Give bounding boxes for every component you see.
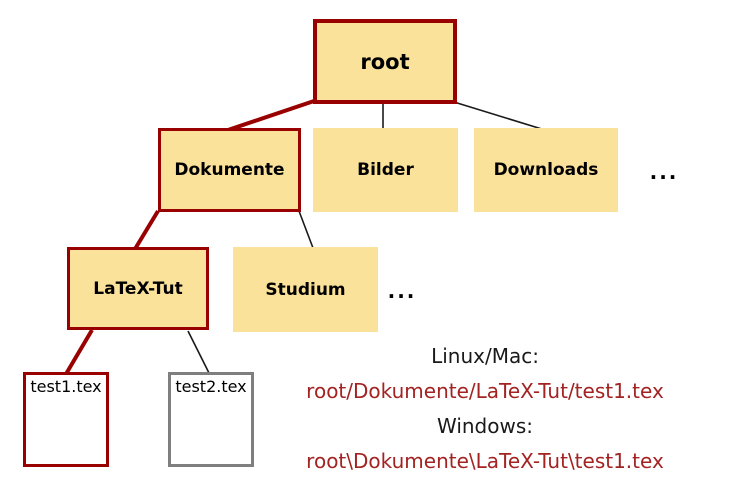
node-test1-file: test1.tex xyxy=(23,372,109,467)
edge-root-downloads xyxy=(453,101,546,131)
windows-path: root\Dokumente\LaTeX-Tut\test1.tex xyxy=(306,449,664,473)
edge-dokumente-studium xyxy=(298,210,314,249)
node-test2-file: test2.tex xyxy=(168,372,254,467)
edge-latextut-test2 xyxy=(187,330,210,374)
node-root: root xyxy=(313,19,457,104)
path-annotation: Linux/Mac: root/Dokumente/LaTeX-Tut/test… xyxy=(278,339,692,479)
edge-latextut-test1 xyxy=(64,328,94,376)
level3-ellipsis: ... xyxy=(382,277,422,305)
level2-ellipsis-label: ... xyxy=(649,160,679,184)
node-latex-tut: LaTeX-Tut xyxy=(67,247,209,330)
node-dokumente-label: Dokumente xyxy=(174,160,285,180)
node-studium-label: Studium xyxy=(265,279,346,300)
node-dokumente: Dokumente xyxy=(158,128,301,212)
node-bilder-label: Bilder xyxy=(357,160,414,180)
node-test1-label: test1.tex xyxy=(30,377,102,396)
windows-heading: Windows: xyxy=(436,414,533,438)
node-latex-tut-label: LaTeX-Tut xyxy=(93,278,183,299)
linux-mac-heading: Linux/Mac: xyxy=(431,344,539,368)
node-downloads: Downloads xyxy=(474,128,618,212)
node-test2-label: test2.tex xyxy=(175,377,247,396)
edge-root-dokumente xyxy=(227,98,318,132)
linux-mac-path: root/Dokumente/LaTeX-Tut/test1.tex xyxy=(306,379,664,403)
node-downloads-label: Downloads xyxy=(493,160,599,180)
node-studium: Studium xyxy=(233,247,378,332)
edge-dokumente-latextut xyxy=(133,209,160,251)
node-root-label: root xyxy=(360,49,410,74)
level3-ellipsis-label: ... xyxy=(387,279,417,303)
node-bilder: Bilder xyxy=(313,128,458,212)
level2-ellipsis: ... xyxy=(644,158,684,186)
